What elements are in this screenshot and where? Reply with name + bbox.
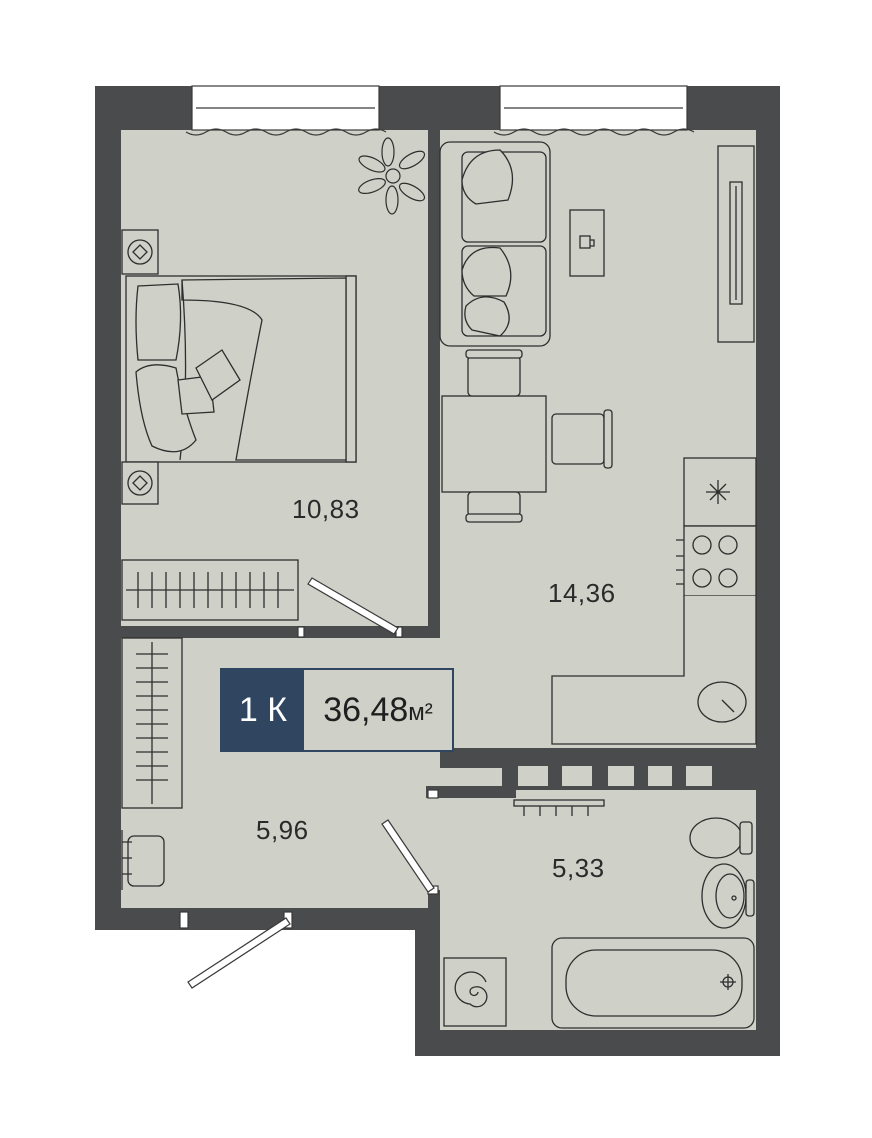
bedroom-living-wall (428, 130, 440, 638)
bath-wall-stub (426, 786, 516, 798)
toilet-icon (689, 817, 753, 859)
bedroom-hall-wall-right (398, 626, 440, 638)
entrance-door (179, 911, 293, 989)
kitchen-counter (551, 457, 757, 745)
boiler-icon (443, 957, 507, 1027)
sofa (439, 141, 551, 347)
bath-wall-vertical (428, 890, 440, 1030)
tv-unit (717, 145, 755, 343)
wardrobe-hall (121, 637, 183, 809)
coat-rack (513, 799, 605, 816)
sink-icon (701, 863, 755, 929)
curtains (185, 128, 695, 136)
bathtub-icon (551, 937, 755, 1029)
hallway-area-label: 5,96 (256, 815, 309, 845)
bedroom-hall-wall-left (121, 626, 301, 638)
nightstands (121, 229, 159, 505)
wardrobe-bedroom (121, 559, 299, 621)
plant-icon (358, 137, 426, 215)
bed (125, 275, 357, 463)
rooms-count-label: 1 К (222, 670, 304, 750)
entrance-wall-right (292, 908, 428, 930)
living-area-label: 14,36 (548, 578, 616, 608)
dining-set (441, 349, 613, 523)
shoe-bench (121, 830, 165, 890)
bedroom-area-label: 10,83 (292, 494, 360, 524)
interior-doors (297, 577, 439, 895)
windows (191, 85, 688, 131)
bathroom-area-label: 5,33 (552, 853, 605, 883)
area-unit: м² (408, 699, 433, 726)
coffee-table (569, 209, 605, 277)
entrance-wall-left (95, 908, 180, 930)
vent-openings (518, 766, 712, 786)
total-area-value: 36,48 (323, 690, 409, 729)
